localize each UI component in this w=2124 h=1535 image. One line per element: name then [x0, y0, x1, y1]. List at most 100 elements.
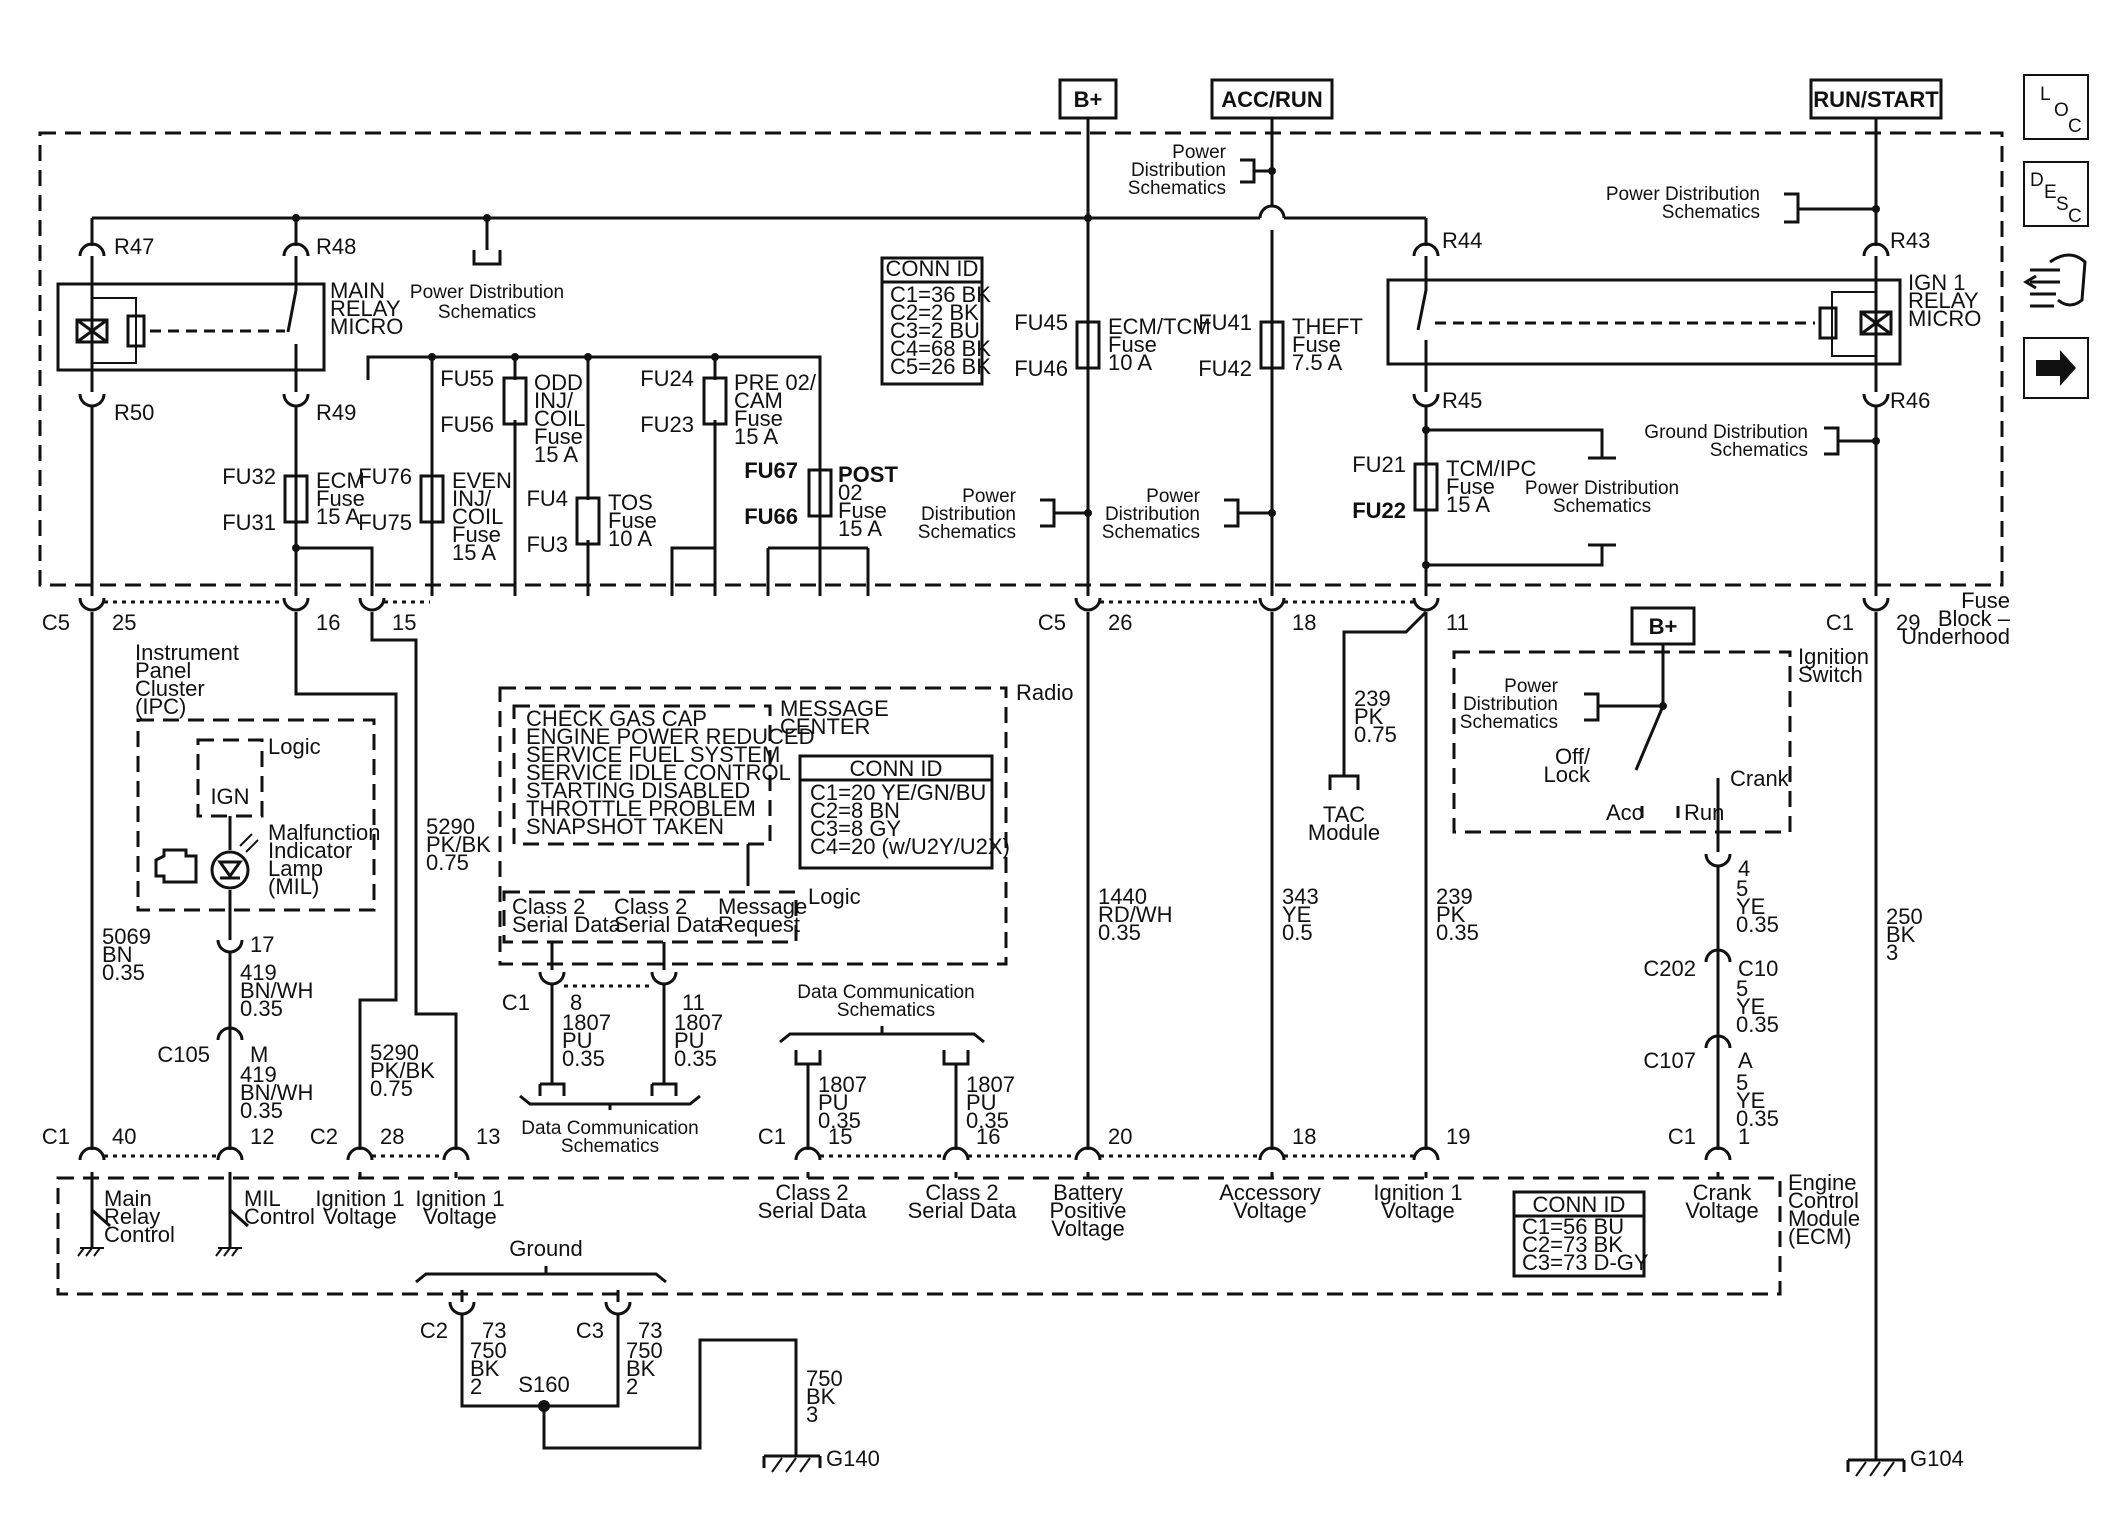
svg-text:250: 250	[1886, 904, 1923, 929]
fuse-theft: FU41 FU42 THEFT Fuse 7.5 A	[1198, 310, 1363, 381]
svg-text:Power Distribution: Power Distribution	[1606, 184, 1760, 205]
svg-text:PK/BK: PK/BK	[370, 1058, 435, 1083]
source-acc-run[interactable]: ACC/RUN	[1210, 78, 1334, 120]
power-dist-ref-c: Power Distribution Schematics	[1102, 486, 1201, 543]
svg-text:Battery: Battery	[1053, 1180, 1123, 1205]
fuse-block-label: Fuse Block – Underhood	[1901, 588, 2011, 649]
svg-text:C2: C2	[420, 1318, 448, 1343]
svg-text:16: 16	[976, 1124, 1000, 1149]
source-b-plus[interactable]: B+	[1058, 78, 1118, 120]
svg-text:Instrument: Instrument	[135, 640, 239, 665]
svg-text:MESSAGE: MESSAGE	[780, 696, 889, 721]
svg-text:73: 73	[638, 1318, 662, 1343]
svg-text:SERVICE IDLE CONTROL: SERVICE IDLE CONTROL	[526, 760, 791, 785]
svg-text:Power: Power	[1146, 486, 1201, 507]
svg-text:FU21: FU21	[1352, 452, 1406, 477]
wire-1440: 1440 RD/WH 0.35	[1098, 884, 1173, 945]
svg-text:15 A: 15 A	[1446, 492, 1490, 517]
svg-text:Power: Power	[962, 486, 1017, 507]
svg-text:IGN 1: IGN 1	[1908, 270, 1965, 295]
svg-text:0.35: 0.35	[1736, 1012, 1779, 1037]
svg-text:FU32: FU32	[222, 464, 276, 489]
svg-text:Schematics: Schematics	[561, 1136, 659, 1157]
power-dist-ref-b: Power Distribution Schematics	[918, 486, 1017, 543]
wire-1807-cd: 1807 PU 0.35 1807 PU 0.35	[818, 1072, 1015, 1133]
svg-text:4: 4	[1738, 856, 1750, 881]
svg-text:15 A: 15 A	[316, 504, 360, 529]
svg-text:C10: C10	[1738, 956, 1778, 981]
svg-text:Fuse: Fuse	[838, 498, 887, 523]
svg-text:C4=20 (w/U2Y/U2X): C4=20 (w/U2Y/U2X)	[810, 834, 1010, 859]
svg-text:Power: Power	[1172, 142, 1227, 163]
svg-text:RELAY: RELAY	[1908, 288, 1979, 313]
wire-343: 343 YE 0.5	[1282, 884, 1319, 945]
svg-text:CENTER: CENTER	[780, 714, 870, 739]
fuse-pre-o2: FU24 FU23 PRE 02/ CAM Fuse 15 A	[640, 366, 817, 449]
svg-text:Serial Data: Serial Data	[758, 1198, 868, 1223]
radio-module: Radio CHECK GAS CAP ENGINE POWER REDUCED…	[498, 680, 1073, 966]
svg-text:02: 02	[838, 480, 862, 505]
svg-text:25: 25	[112, 610, 136, 635]
ign-switch-pins: 4 5 YE 0.35 C202 C10 5 YE 0.35 C107 A 5 …	[1643, 856, 1778, 1131]
wire-5290-b: 5290 PK/BK 0.75	[370, 1040, 435, 1101]
svg-text:0.35: 0.35	[240, 1098, 283, 1123]
svg-text:13: 13	[476, 1124, 500, 1149]
svg-text:CONN ID: CONN ID	[886, 256, 979, 281]
svg-text:YE: YE	[1736, 894, 1765, 919]
svg-text:Accessory: Accessory	[1219, 1180, 1320, 1205]
wire-239-a: 239 PK 0.75	[1354, 686, 1397, 747]
svg-text:PRE 02/: PRE 02/	[734, 370, 817, 395]
source-run-start[interactable]: RUN/START	[1809, 78, 1943, 120]
svg-text:SNAPSHOT TAKEN: SNAPSHOT TAKEN	[526, 814, 724, 839]
svg-text:CONN ID: CONN ID	[850, 756, 943, 781]
svg-text:B+: B+	[1074, 87, 1103, 112]
svg-text:INJ/: INJ/	[534, 388, 574, 413]
main-relay: R47 R48 R50 R49 MAIN RELAY MICRO	[56, 234, 403, 425]
svg-text:M: M	[250, 1042, 268, 1067]
conn-id-fuse-block: CONN ID C1=36 BK C2=2 BK C3=2 BU C4=68 B…	[880, 256, 991, 386]
diagnostic-icon[interactable]	[2023, 253, 2087, 308]
svg-text:ODD: ODD	[534, 370, 583, 395]
svg-text:Lock: Lock	[1544, 762, 1591, 787]
engine-icon	[154, 848, 198, 884]
svg-text:1807: 1807	[966, 1072, 1015, 1097]
svg-text:THROTTLE PROBLEM: THROTTLE PROBLEM	[526, 796, 756, 821]
next-arrow-icon[interactable]	[2023, 337, 2089, 399]
svg-text:19: 19	[1446, 1124, 1470, 1149]
svg-text:28: 28	[380, 1124, 404, 1149]
svg-text:Ignition 1: Ignition 1	[1373, 1180, 1462, 1205]
radio-pins: C1 8 11 1807 PU 0.35 1807 PU 0.35	[502, 990, 723, 1071]
svg-text:0.35: 0.35	[562, 1046, 605, 1071]
svg-text:FU41: FU41	[1198, 310, 1252, 335]
svg-text:0.35: 0.35	[1736, 912, 1779, 937]
svg-text:Voltage: Voltage	[323, 1204, 396, 1229]
svg-text:Logic: Logic	[268, 734, 321, 759]
svg-text:Distribution: Distribution	[1463, 694, 1558, 715]
svg-text:26: 26	[1108, 610, 1132, 635]
svg-text:0.5: 0.5	[1282, 920, 1313, 945]
svg-text:Voltage: Voltage	[1051, 1216, 1124, 1241]
svg-text:FU42: FU42	[1198, 356, 1252, 381]
svg-text:Power: Power	[1504, 676, 1559, 697]
svg-text:R48: R48	[316, 234, 356, 259]
svg-text:TCM/IPC: TCM/IPC	[1446, 456, 1537, 481]
svg-text:G104: G104	[1910, 1446, 1964, 1471]
location-icon[interactable]: LOC	[2023, 74, 2089, 140]
fuse-ecm-tcm: FU45 FU46 ECM/TCM Fuse 10 A	[1014, 310, 1210, 381]
svg-text:CHECK GAS CAP: CHECK GAS CAP	[526, 706, 707, 731]
ground-dist-ref: Ground Distribution Schematics	[1644, 422, 1808, 461]
svg-text:C2=73 BK: C2=73 BK	[1522, 1232, 1623, 1257]
svg-text:COIL: COIL	[452, 504, 503, 529]
svg-text:2: 2	[626, 1374, 638, 1399]
svg-text:Voltage: Voltage	[423, 1204, 496, 1229]
svg-text:FU31: FU31	[222, 510, 276, 535]
svg-text:16: 16	[316, 610, 340, 635]
svg-text:15: 15	[392, 610, 416, 635]
svg-text:Request: Request	[718, 912, 800, 937]
svg-text:C3=8 GY: C3=8 GY	[810, 816, 901, 841]
svg-text:Malfunction: Malfunction	[268, 820, 381, 845]
svg-text:3: 3	[1886, 940, 1898, 965]
svg-text:750: 750	[626, 1338, 663, 1363]
